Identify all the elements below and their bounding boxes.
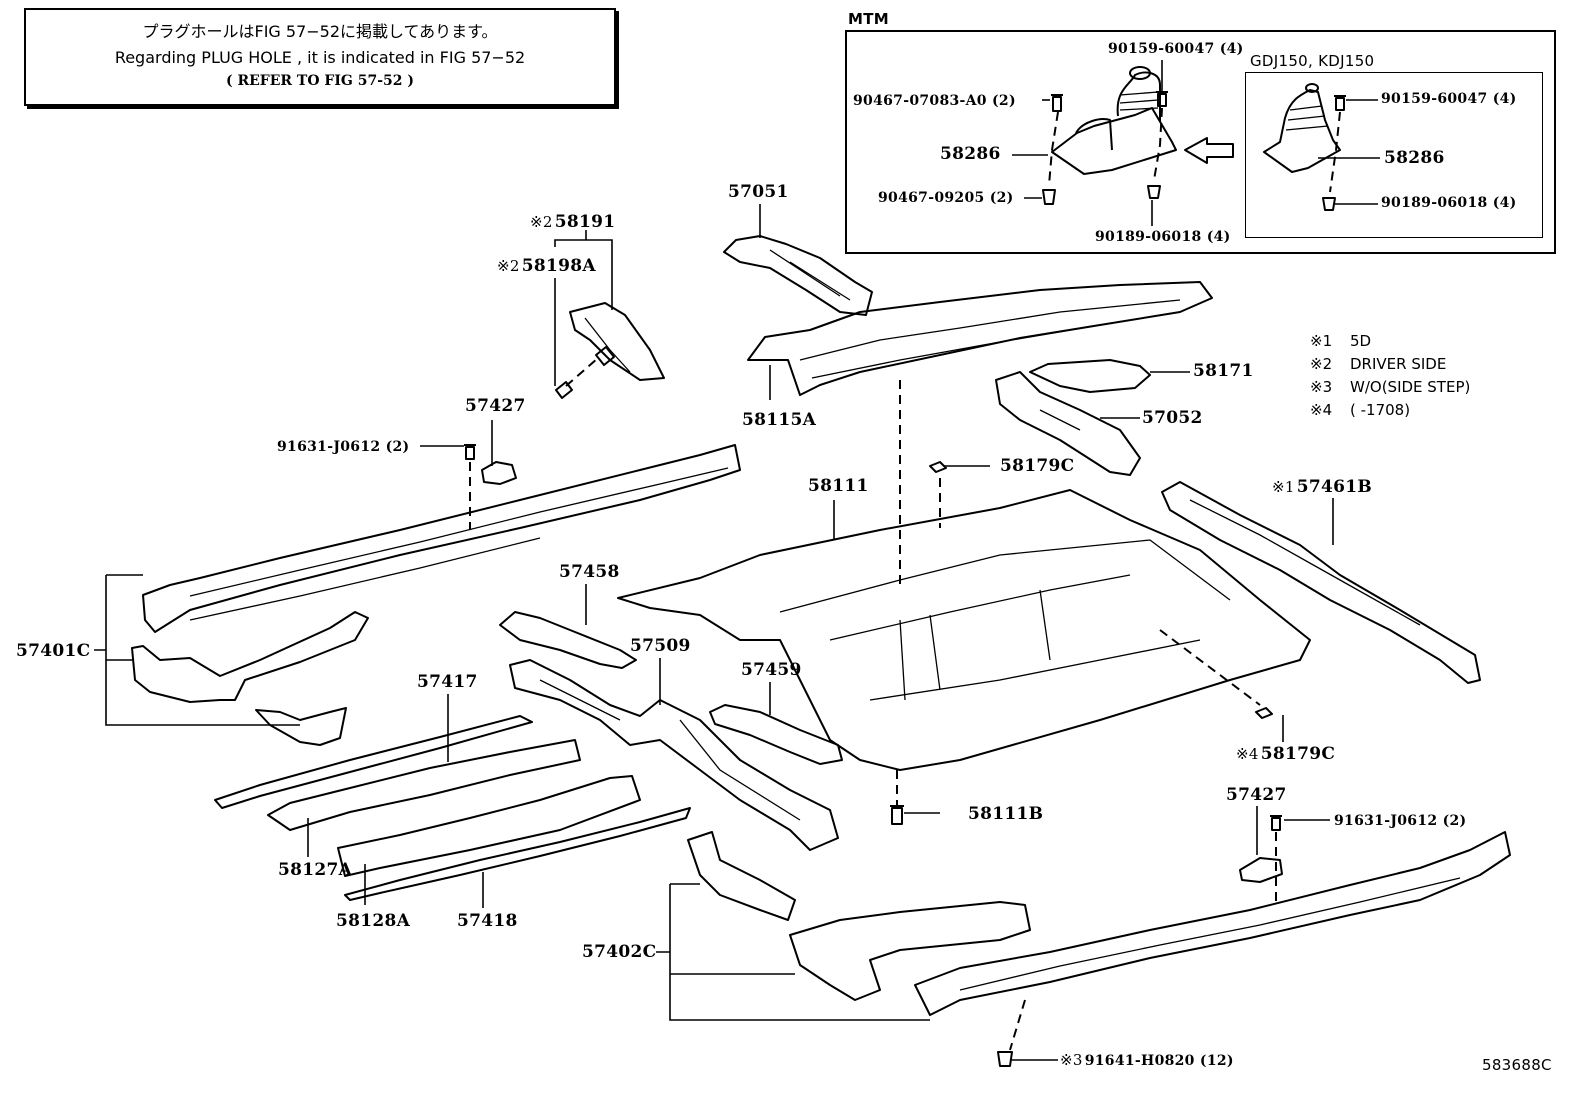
part-57402C-mid xyxy=(789,901,1031,1001)
part-57417 xyxy=(214,715,533,809)
label-91631-J0612-right[interactable]: 91631-J0612 (2) xyxy=(1334,813,1467,829)
label-58128A[interactable]: 58128A xyxy=(336,911,411,931)
inset-title-mtm: MTM xyxy=(848,10,889,28)
part-57458 xyxy=(499,611,637,669)
label-90467-09205[interactable]: 90467-09205 (2) xyxy=(878,190,1014,206)
part-57052 xyxy=(995,371,1141,476)
part-57461B xyxy=(1161,481,1481,684)
label-58111[interactable]: 58111 xyxy=(808,476,869,496)
bolt-icon xyxy=(1334,95,1346,111)
plug-hole-note: プラグホールはFIG 57−52に掲載してあります。 Regarding PLU… xyxy=(24,8,616,106)
label-57418[interactable]: 57418 xyxy=(457,911,518,931)
label-90159-60047[interactable]: 90159-60047 (4) xyxy=(1108,41,1244,57)
label-sub-90159-60047[interactable]: 90159-60047 (4) xyxy=(1381,91,1517,107)
inset-frame-mtm xyxy=(845,30,1556,254)
part-57401C-rocker xyxy=(142,444,741,633)
label-90467-07083-A0[interactable]: 90467-07083-A0 (2) xyxy=(853,93,1016,109)
label-57509[interactable]: 57509 xyxy=(630,636,691,656)
label-sub-58286[interactable]: 58286 xyxy=(1384,148,1445,168)
note-japanese: プラグホールはFIG 57−52に掲載してあります。 xyxy=(142,22,498,41)
part-58191 xyxy=(569,302,665,381)
clip-icon xyxy=(1042,189,1056,205)
inset-subtitle: GDJ150, KDJ150 xyxy=(1250,52,1375,70)
bolt-icon xyxy=(1270,815,1282,831)
leader-lines xyxy=(94,60,1380,1061)
part-57427-left xyxy=(481,461,517,485)
bolt-icon xyxy=(464,444,476,460)
bolt-icon xyxy=(1051,94,1063,112)
legend-row: ※4( -1708) xyxy=(1310,401,1411,419)
note-english: Regarding PLUG HOLE , it is indicated in… xyxy=(114,48,526,67)
clip-icon xyxy=(555,381,573,399)
bolt-icon xyxy=(890,805,904,825)
part-57509 xyxy=(509,659,839,851)
label-57427-left[interactable]: 57427 xyxy=(465,396,526,416)
label-sub-90189-06018[interactable]: 90189-06018 (4) xyxy=(1381,195,1517,211)
label-58111B[interactable]: 58111B xyxy=(968,804,1044,824)
shift-boot-gdj xyxy=(1263,83,1341,173)
part-57402C-front xyxy=(687,831,796,921)
clip-icon xyxy=(1255,707,1273,719)
figure-id: 583688C xyxy=(1482,1056,1552,1074)
label-57401C[interactable]: 57401C xyxy=(16,641,91,661)
nut-icon xyxy=(1147,185,1161,199)
label-90189-06018[interactable]: 90189-06018 (4) xyxy=(1095,229,1231,245)
part-58128A xyxy=(337,775,641,877)
shift-boot-mtm xyxy=(1051,66,1177,175)
nut-icon xyxy=(1322,197,1336,211)
part-57418 xyxy=(344,807,691,901)
label-57052[interactable]: 57052 xyxy=(1142,408,1203,428)
part-57459 xyxy=(709,704,843,765)
part-58127A xyxy=(267,739,581,831)
label-57417[interactable]: 57417 xyxy=(417,672,478,692)
label-58179C-top[interactable]: 58179C xyxy=(1000,456,1075,476)
label-57427-right[interactable]: 57427 xyxy=(1226,785,1287,805)
label-58115A[interactable]: 58115A xyxy=(742,410,817,430)
part-57401C-inner xyxy=(131,611,369,703)
nut-icon xyxy=(997,1051,1013,1067)
part-57402C-rocker xyxy=(914,831,1511,1016)
label-57051[interactable]: 57051 xyxy=(728,182,789,202)
part-57401C-end xyxy=(255,707,347,746)
part-58111-floor xyxy=(617,489,1311,771)
inset-arrow-icon xyxy=(1184,137,1234,164)
label-58171[interactable]: 58171 xyxy=(1193,361,1254,381)
label-57459[interactable]: 57459 xyxy=(741,660,802,680)
refer-to-fig-link[interactable]: ( REFER TO FIG 57-52 ) xyxy=(225,73,414,89)
part-57427-right xyxy=(1239,857,1283,883)
part-58171 xyxy=(1029,359,1151,393)
part-58115A xyxy=(747,281,1213,396)
inset-frame-gdj xyxy=(1245,72,1543,238)
label-57402C[interactable]: 57402C xyxy=(582,942,657,962)
clip-icon xyxy=(929,461,947,473)
label-58127A[interactable]: 58127A xyxy=(278,860,353,880)
label-91631-J0612-left[interactable]: 91631-J0612 (2) xyxy=(277,439,410,455)
label-57458[interactable]: 57458 xyxy=(559,562,620,582)
label-58286[interactable]: 58286 xyxy=(940,144,1001,164)
